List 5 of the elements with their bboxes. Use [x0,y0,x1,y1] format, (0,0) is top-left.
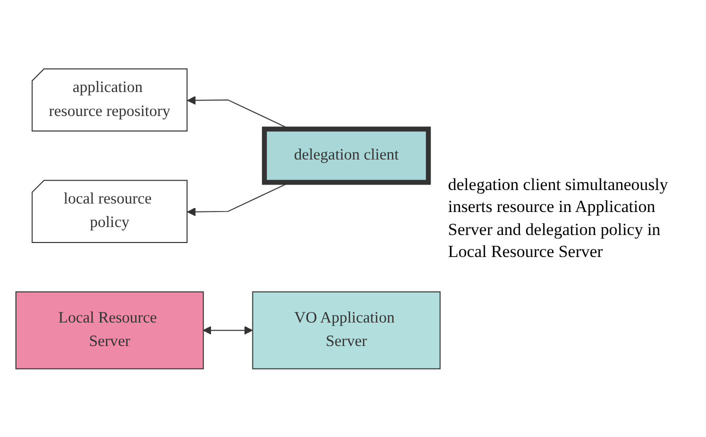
node-box: VO Application Server [252,291,441,369]
node-box: delegation client [262,126,431,184]
arrow [202,326,253,334]
node-box: Local Resource Server [15,291,204,369]
note-text: delegation client simultaneously inserts resource in Application Server and delegation policy in Local Resource Server [448,174,670,263]
